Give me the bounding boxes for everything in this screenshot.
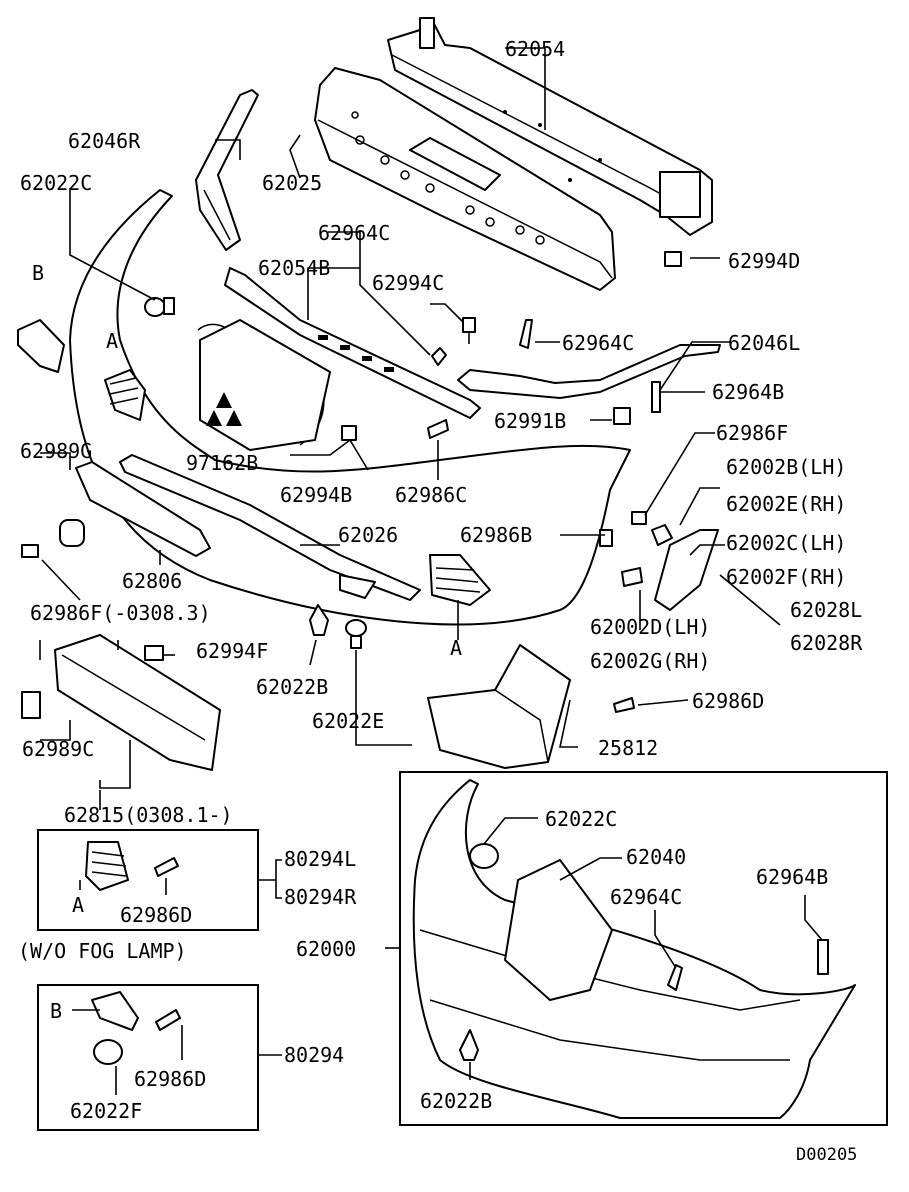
fasteners — [21, 251, 682, 713]
label-62002e-rh: 62002E(RH) — [726, 492, 846, 516]
label-62994d: 62994D — [728, 249, 800, 273]
label-62991b: 62991B — [494, 409, 566, 433]
label-62994f: 62994F — [196, 639, 268, 663]
label-62002d-lh: 62002D(LH) — [590, 615, 710, 639]
upper-support-62054b — [224, 267, 481, 419]
fog-lamp-cover-right — [339, 554, 491, 606]
label-62986d-mid: 62986D — [692, 689, 764, 713]
callout-a-box: A — [72, 893, 84, 917]
label-62964c-a: 62964C — [318, 221, 390, 245]
label-80294r: 80294R — [284, 885, 357, 909]
label-80294: 80294 — [284, 1043, 344, 1067]
callout-a-left: A — [106, 329, 118, 353]
clip-62989c — [21, 691, 41, 719]
label-62022b-box: 62022B — [420, 1089, 492, 1113]
label-62000: 62000 — [296, 937, 356, 961]
callout-b-top: B — [32, 261, 44, 285]
note-without-fog-lamp: (W/O FOG LAMP) — [18, 939, 187, 963]
label-62054b: 62054B — [258, 256, 330, 280]
label-62002c-lh: 62002C(LH) — [726, 531, 846, 555]
label-62002g-rh: 62002G(RH) — [590, 649, 710, 673]
emblem-97162b — [206, 392, 242, 426]
label-62022f: 62022F — [70, 1099, 142, 1123]
label-62028r: 62028R — [790, 631, 863, 655]
label-62025: 62025 — [262, 171, 322, 195]
label-62046l: 62046L — [728, 331, 800, 355]
label-62806: 62806 — [122, 569, 182, 593]
label-97162b: 97162B — [186, 451, 258, 475]
inset-box-80294 — [37, 984, 282, 1131]
label-62002b-lh: 62002B(LH) — [726, 455, 846, 479]
label-62989g: 62989G — [20, 439, 92, 463]
label-62040: 62040 — [626, 845, 686, 869]
label-62022e: 62022E — [312, 709, 384, 733]
plug-62806 — [59, 519, 85, 547]
label-62022b-mid: 62022B — [256, 675, 328, 699]
label-62054: 62054 — [505, 37, 565, 61]
inset-box-wo-fog-lamp — [37, 829, 282, 931]
label-62026: 62026 — [338, 523, 398, 547]
callout-b-box: B — [50, 999, 62, 1023]
label-62002f-rh: 62002F(RH) — [726, 565, 846, 589]
label-62986f-left: 62986F(-0308.3) — [30, 601, 211, 625]
label-62989c: 62989C — [22, 737, 94, 761]
leader-lines — [39, 47, 781, 810]
label-62022c-box: 62022C — [545, 807, 617, 831]
label-62022c-top: 62022C — [20, 171, 92, 195]
label-25812: 25812 — [598, 736, 658, 760]
bracket-b-top — [17, 319, 65, 373]
bumper-bracket-62046l — [457, 344, 721, 399]
side-brackets-62002-62028 — [621, 524, 719, 611]
license-plate-bracket-62815 — [54, 634, 221, 771]
diagram-code: D00205 — [796, 1145, 857, 1165]
bracket-25812 — [427, 644, 571, 769]
label-62046r: 62046R — [68, 129, 141, 153]
label-62964b-top: 62964B — [712, 380, 784, 404]
label-80294l: 80294L — [284, 847, 356, 871]
label-62986d-box2: 62986D — [134, 1067, 206, 1091]
lower-molding-62026 — [119, 454, 421, 601]
bumper-reinforcement-62054 — [387, 17, 713, 236]
label-62964c-box: 62964C — [610, 885, 682, 909]
label-62964b-box: 62964B — [756, 865, 828, 889]
label-62964c-b: 62964C — [562, 331, 634, 355]
part-number-labels: 62054 62046R 62025 62022C 62964C 62054B … — [18, 37, 863, 1165]
label-62986f-right: 62986F — [716, 421, 788, 445]
bumper-bracket-62046r — [195, 89, 259, 251]
energy-absorber-62025 — [314, 67, 616, 291]
label-62986b: 62986B — [460, 523, 532, 547]
label-62815: 62815(0308.1-) — [64, 803, 233, 827]
callout-a-right: A — [450, 636, 462, 660]
label-62986c: 62986C — [395, 483, 467, 507]
label-62994c: 62994C — [372, 271, 444, 295]
lower-strip-62989g — [75, 461, 211, 557]
label-62994b: 62994B — [280, 483, 352, 507]
inset-box-62000-bumper-assy — [385, 771, 888, 1126]
label-62986d-box1: 62986D — [120, 903, 192, 927]
label-62028l: 62028L — [790, 598, 862, 622]
